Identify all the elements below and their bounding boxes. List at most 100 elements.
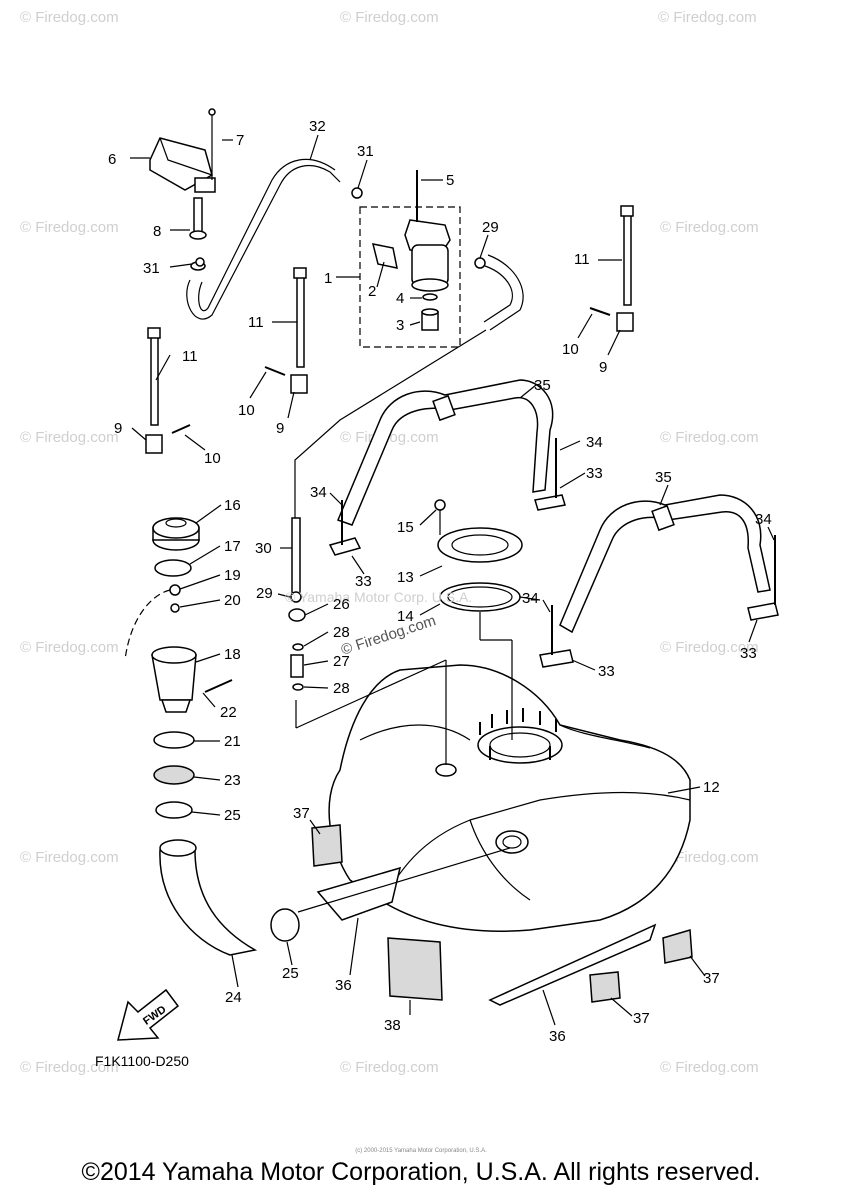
strap-bracket-33d <box>747 535 779 621</box>
watermark: © Firedog.com <box>20 429 119 446</box>
callout: 19 <box>224 567 241 584</box>
watermark: © Firedog.com <box>20 849 119 866</box>
tank-strap-upper <box>337 379 554 526</box>
callout: 36 <box>335 977 352 994</box>
callout: 35 <box>655 469 672 486</box>
callout: 4 <box>396 290 404 307</box>
callout: 5 <box>446 172 454 189</box>
band-11-left <box>145 327 191 454</box>
watermark: © Firedog.com <box>660 429 759 446</box>
fuel-tank <box>328 664 691 932</box>
callout: 33 <box>740 645 757 662</box>
clip-29-b <box>290 591 302 603</box>
callout: 18 <box>224 646 241 663</box>
center-watermark: © Yamaha Motor Corp. U.S.A. <box>285 589 472 605</box>
callout: 35 <box>534 377 551 394</box>
callout: 11 <box>574 251 590 268</box>
pipe-30 <box>291 517 301 594</box>
callout: 34 <box>522 590 539 607</box>
cap-chain <box>124 589 171 661</box>
callout: 27 <box>333 653 350 670</box>
callout: 1 <box>324 270 332 287</box>
callout: 34 <box>755 511 772 528</box>
callout: 10 <box>204 450 221 467</box>
sender-plate-13 <box>434 499 523 563</box>
fuel-hose-lower-outline <box>481 264 513 323</box>
watermark: © Firedog.com <box>340 9 439 26</box>
watermark: © Firedog.com <box>20 9 119 26</box>
strap-bracket-33c <box>539 605 574 668</box>
callout: 37 <box>633 1010 650 1027</box>
leader-lines <box>130 134 775 1026</box>
watermark: © Firedog.com <box>660 219 759 236</box>
callout: 17 <box>224 538 241 555</box>
filler-cap-16 <box>152 517 200 551</box>
callout: 33 <box>586 465 603 482</box>
filler-hose-24 <box>159 849 258 956</box>
callout: 3 <box>396 317 404 334</box>
callout: 32 <box>309 118 326 135</box>
filler-neck-18 <box>151 646 197 713</box>
clip-29-a <box>474 257 486 269</box>
clip-31-b <box>351 187 363 199</box>
hose-32 <box>186 164 341 320</box>
callout: 23 <box>224 772 241 789</box>
nut-23 <box>153 765 195 785</box>
band-11-middle <box>264 267 308 394</box>
watermark: © Firedog.com <box>20 639 119 656</box>
callout: 24 <box>225 989 242 1006</box>
callout: 36 <box>549 1028 566 1045</box>
watermark: © Firedog.com <box>340 1059 439 1076</box>
callout: 10 <box>562 341 579 358</box>
callout: 9 <box>599 359 607 376</box>
callout: 31 <box>143 260 160 277</box>
gasket-14-inner <box>447 586 513 608</box>
pad-38 <box>387 937 443 1001</box>
callout: 29 <box>482 219 499 236</box>
forward-arrow-icon: FWD <box>117 988 180 1041</box>
callout: 31 <box>357 143 374 160</box>
callout: 2 <box>368 283 376 300</box>
clamp-28a <box>292 643 304 651</box>
callout: 11 <box>248 314 264 331</box>
washer-19 <box>169 584 181 596</box>
cap-seal-17 <box>154 559 192 577</box>
callout: 9 <box>276 420 284 437</box>
fuel-hose-lower <box>487 254 524 331</box>
callout: 13 <box>397 569 414 586</box>
watermark: © Firedog.com <box>339 612 438 659</box>
callout: 12 <box>703 779 720 796</box>
hose-24-end <box>159 839 197 857</box>
screw-20 <box>170 603 180 613</box>
band-11-right <box>589 205 634 332</box>
callout: 21 <box>224 733 241 750</box>
callout: 33 <box>598 663 615 680</box>
watermark: © Firedog.com <box>660 639 759 656</box>
watermark: © Firedog.com <box>658 9 757 26</box>
watermark: © Firedog.com <box>660 849 759 866</box>
hose-32-outline <box>198 158 336 312</box>
watermark-layer: © Firedog.com © Firedog.com © Firedog.co… <box>20 9 759 1076</box>
callout: 16 <box>224 497 241 514</box>
callout: 38 <box>384 1017 401 1034</box>
seal-21 <box>153 731 195 749</box>
callout: 15 <box>397 519 414 536</box>
callout: 6 <box>108 151 116 168</box>
callout: 11 <box>182 348 198 365</box>
callout: 28 <box>333 624 350 641</box>
callout: 9 <box>114 420 122 437</box>
watermark: © Firedog.com <box>660 1059 759 1076</box>
clamp-25-lower <box>270 908 300 942</box>
pad-37c <box>662 929 693 964</box>
fine-print: (c) 2000-2015 Yamaha Motor Corporation, … <box>355 1148 487 1154</box>
canister-bracket <box>149 108 216 193</box>
joint-26 <box>288 608 306 622</box>
clamp-25-upper <box>155 801 193 819</box>
callout: 34 <box>586 434 603 451</box>
callout: 29 <box>256 585 273 602</box>
pad-37a <box>311 824 343 867</box>
clip-31-a <box>195 257 205 267</box>
hose-27 <box>290 654 304 678</box>
pad-37b <box>589 971 621 1003</box>
watermark: © Firedog.com <box>20 1059 119 1076</box>
